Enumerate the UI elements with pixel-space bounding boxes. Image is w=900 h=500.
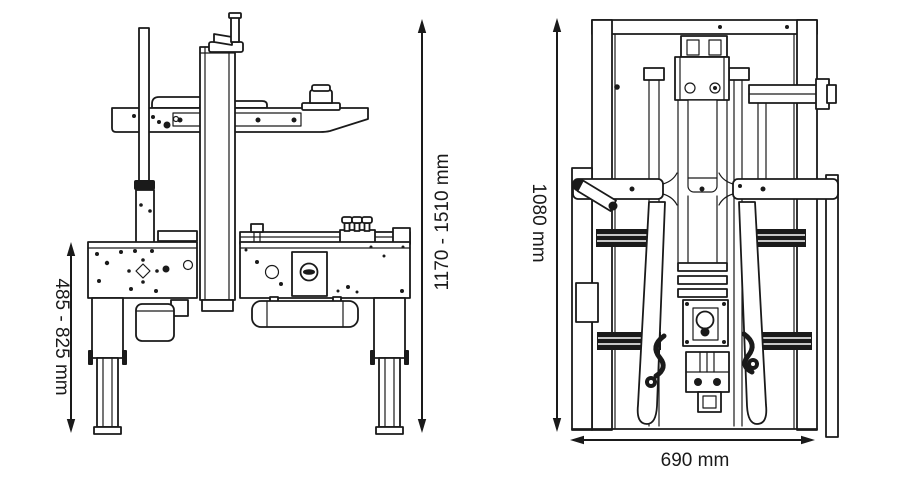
base-conveyor — [87, 241, 411, 299]
dimension-label-overall-height: 1170 - 1510 mm — [432, 154, 453, 291]
roller-assembly — [251, 296, 359, 328]
dimension-width: 690 mm — [570, 435, 815, 471]
right-leg — [370, 297, 409, 435]
tape-head-top — [682, 299, 729, 347]
top-head-beam — [111, 84, 369, 133]
dimension-label-width: 690 mm — [661, 450, 730, 471]
bolt-holes-left-panel — [95, 249, 194, 293]
bolt-holes-right-panel — [244, 245, 405, 294]
dimension-bed-height: 485 - 825 mm — [51, 242, 76, 433]
adjustment-levers — [572, 178, 759, 388]
dimension-label-depth: 1080 mm — [528, 183, 549, 262]
top-view — [571, 19, 839, 438]
dimension-depth: 1080 mm — [528, 18, 562, 432]
mast-column — [199, 46, 236, 312]
beam-knob — [301, 84, 341, 111]
side-arm — [748, 78, 837, 180]
adjustment-knobs — [339, 216, 376, 244]
crank-handle — [208, 12, 244, 53]
dimension-overall-height: 1170 - 1510 mm — [417, 19, 453, 433]
drive-motor — [135, 299, 189, 342]
power-switch-box — [291, 251, 328, 297]
flap-folder-rail — [157, 216, 411, 245]
dimension-label-bed-height: 485 - 825 mm — [51, 278, 72, 395]
left-guide-post — [134, 27, 155, 244]
lower-bracket — [685, 351, 730, 413]
left-leg — [88, 297, 127, 435]
front-view — [87, 12, 411, 435]
center-column-assembly — [674, 35, 730, 298]
